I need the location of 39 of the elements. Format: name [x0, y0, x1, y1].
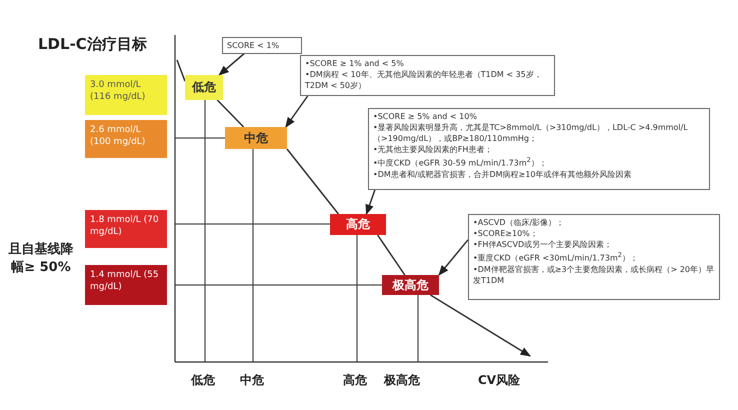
- chart-title: LDL-C治疗目标: [38, 35, 147, 54]
- bullet-text: •SCORE ≥ 5% and < 10%: [373, 111, 478, 122]
- target-level-box: 1.8 mmol/L (70 mg/dL): [85, 210, 167, 248]
- target-level-box: 2.6 mmol/L (100 mg/dL): [85, 120, 167, 158]
- side-note: 且自基线降幅≥ 50%: [8, 241, 74, 276]
- target-level-box: 1.4 mmol/L (55 mg/dL): [85, 265, 167, 305]
- axis-label: 低危: [191, 372, 215, 389]
- bullet-text: •无其他主要风险因素的FH患者；: [373, 144, 494, 155]
- info-box: [368, 108, 710, 190]
- connector-line: [216, 99, 244, 128]
- info-box: [300, 55, 555, 96]
- axis-label: CV风险: [478, 372, 520, 389]
- bullet-text: •中度CKD（eGFR 30-59 mL/min/1.73m$^{2}$）；: [373, 155, 548, 169]
- bullet-text: •DM病程 < 10年、无其他风险因素的年轻患者（T1DM < 35岁，T2DM < 50岁）: [305, 69, 543, 91]
- connector-line: [176, 60, 186, 82]
- info-box: [468, 214, 720, 300]
- arrow: [430, 294, 531, 357]
- risk-level-box: 中危: [225, 127, 287, 149]
- axis-label: 中危: [240, 372, 264, 389]
- bullet-text: •SCORE≥10%；: [473, 228, 539, 239]
- risk-level-box: 极高危: [382, 275, 439, 295]
- connector-line: [376, 234, 406, 276]
- target-level-box: 3.0 mmol/L (116 mg/dL): [85, 75, 167, 115]
- risk-level-box: 低危: [185, 75, 223, 100]
- axis-label: 高危: [343, 372, 367, 389]
- bullet-text: •DM患者和/或靶器官损害，合并DM病程≥10年或伴有其他额外风险因素: [373, 168, 632, 180]
- info-box: SCORE < 1%: [222, 37, 302, 54]
- bullet-text: •重度CKD（eGFR <30mL/min/1.73m$^{2}$）；: [473, 250, 639, 264]
- bullet-text: •DM伴靶器官损害，或≥3个主要危险因素，或长病程（> 20年）早发T1DM: [473, 264, 715, 286]
- bullet-text: •FH伴ASCVD或另一个主要风险因素；: [473, 239, 614, 250]
- arrow: [438, 239, 469, 276]
- axis-label: 极高危: [384, 372, 420, 389]
- bullet-text: •ASCVD（临床/影像）；: [473, 217, 566, 228]
- arrow: [366, 190, 376, 215]
- bullet-text: •SCORE ≥ 1% and < 5%: [305, 58, 405, 69]
- arrow: [285, 96, 308, 128]
- risk-level-box: 高危: [330, 214, 386, 235]
- connector-line: [286, 148, 339, 214]
- bullet-text: •显著风险因素明显升高，尤其是TC>8mmol/L（>310mg/dL），LDL-C >4.9mmol/L（>190mg/dL），或BP≥180/110mmHg；: [373, 122, 689, 144]
